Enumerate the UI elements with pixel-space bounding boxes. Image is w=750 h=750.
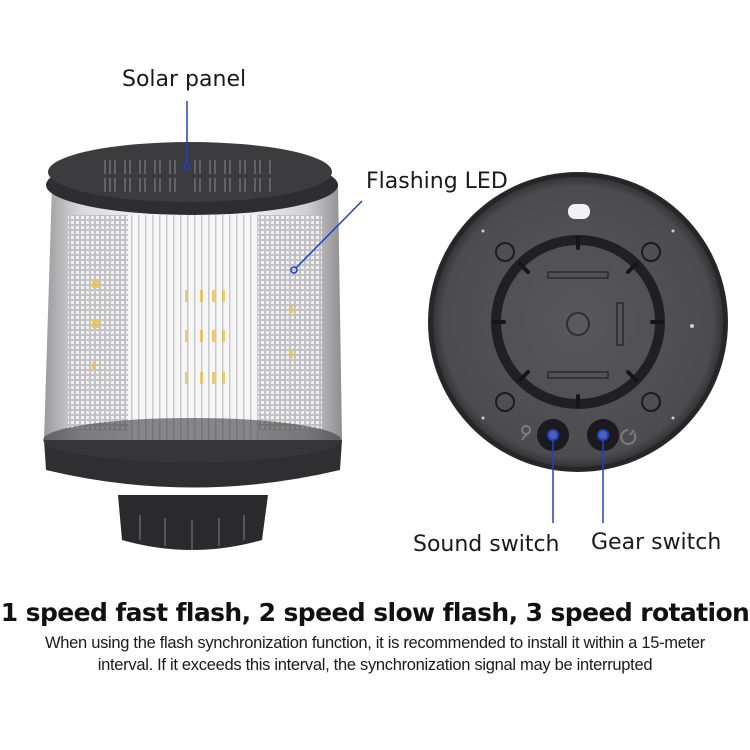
gear-switch-label: Gear switch	[591, 530, 722, 555]
beacon-side-view	[43, 142, 342, 550]
beacon-bottom-view	[428, 172, 728, 472]
power-gear-icon	[620, 429, 637, 445]
caption-body: When using the flash synchronization fun…	[45, 634, 705, 674]
solar-panel	[48, 142, 332, 202]
sound-icon	[521, 425, 532, 441]
flashing-led-label: Flashing LED	[366, 169, 508, 194]
solar-panel-label: Solar panel	[122, 67, 247, 92]
mount-hole	[568, 204, 590, 219]
caption-heading: 1 speed fast flash, 2 speed slow flash, …	[0, 598, 750, 627]
callout-lines	[183, 101, 604, 523]
sound-switch-label: Sound switch	[413, 532, 560, 557]
